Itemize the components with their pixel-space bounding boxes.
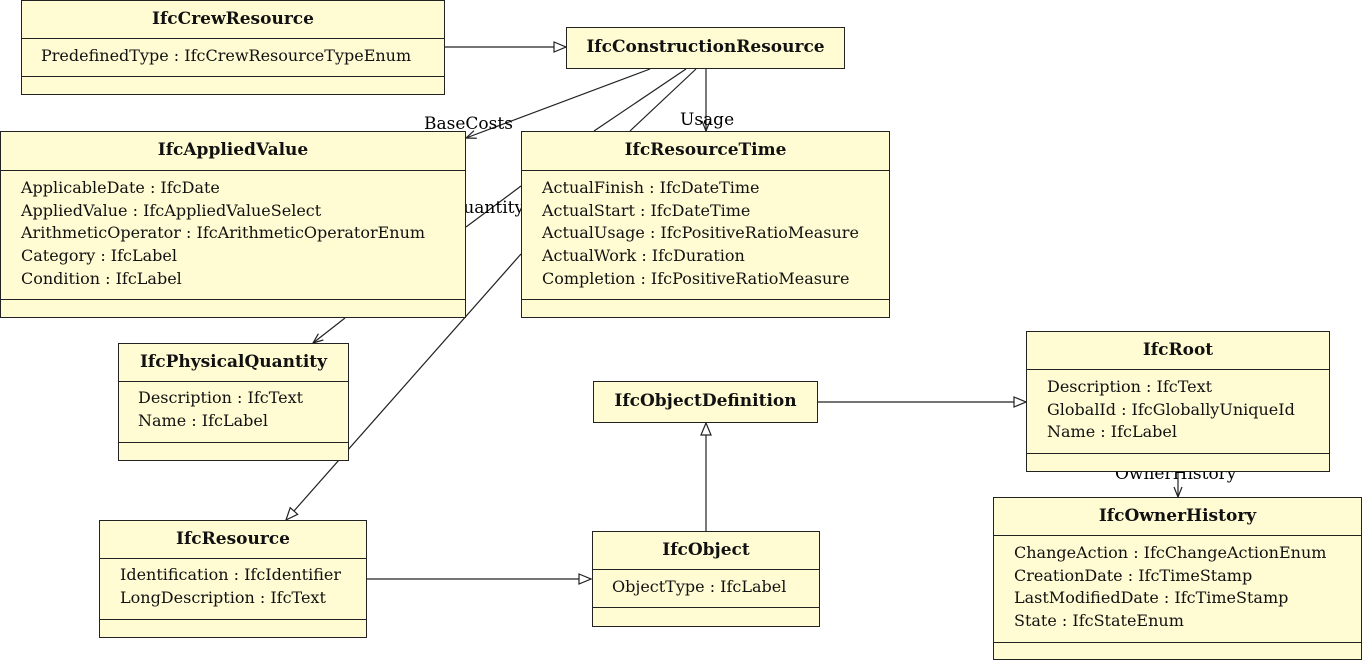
class-ifcappliedvalue: IfcAppliedValue ApplicableDate : IfcDate… <box>0 131 466 318</box>
class-attributes: ApplicableDate : IfcDate AppliedValue : … <box>1 171 465 300</box>
attribute: AppliedValue : IfcAppliedValueSelect <box>21 200 322 220</box>
class-title: IfcObject <box>593 532 819 570</box>
construction-line-a <box>593 68 687 132</box>
class-attributes: ActualFinish : IfcDateTime ActualStart :… <box>522 171 889 300</box>
attribute: ActualUsage : IfcPositiveRatioMeasure <box>542 223 859 243</box>
class-ifcobjectdefinition: IfcObjectDefinition <box>593 381 818 423</box>
attribute: ApplicableDate : IfcDate <box>21 178 220 197</box>
class-attributes: PredefinedType : IfcCrewResourceTypeEnum <box>22 39 444 77</box>
class-ifcobject: IfcObject ObjectType : IfcLabel <box>592 531 820 627</box>
class-attributes: ChangeAction : IfcChangeActionEnum Creat… <box>994 536 1361 643</box>
attribute: Name : IfcLabel <box>138 410 268 430</box>
applied-to-physical <box>313 317 346 343</box>
attribute: State : IfcStateEnum <box>1014 611 1184 631</box>
attribute: ActualStart : IfcDateTime <box>542 200 751 220</box>
class-title: IfcResourceTime <box>522 132 889 171</box>
attribute: ArithmeticOperator : IfcArithmeticOperat… <box>21 223 426 243</box>
attribute: PredefinedType : IfcCrewResourceTypeEnum <box>41 46 412 65</box>
attribute: Name : IfcLabel <box>1047 422 1177 442</box>
class-ifcconstructionresource: IfcConstructionResource <box>566 27 845 69</box>
attribute: LongDescription : IfcText <box>120 587 326 607</box>
attribute: Identification : IfcIdentifier <box>120 565 341 584</box>
class-attributes: Identification : IfcIdentifier LongDescr… <box>100 559 366 620</box>
attribute: ActualWork : IfcDuration <box>542 246 745 266</box>
class-title: IfcConstructionResource <box>586 37 825 57</box>
class-title: IfcPhysicalQuantity <box>119 344 348 382</box>
class-title: IfcResource <box>100 521 366 559</box>
attribute: Description : IfcText <box>1047 377 1213 396</box>
class-title: IfcRoot <box>1027 332 1329 370</box>
attribute: CreationDate : IfcTimeStamp <box>1014 565 1253 585</box>
attribute: GlobalId : IfcGloballyUniqueId <box>1047 399 1295 419</box>
class-ifccrewresource: IfcCrewResource PredefinedType : IfcCrew… <box>21 0 445 95</box>
class-title: IfcObjectDefinition <box>614 391 797 411</box>
attribute: LastModifiedDate : IfcTimeStamp <box>1014 588 1289 608</box>
attribute: Condition : IfcLabel <box>21 268 182 288</box>
attribute: Category : IfcLabel <box>21 246 177 266</box>
attribute: ActualFinish : IfcDateTime <box>542 178 760 197</box>
class-ifcroot: IfcRoot Description : IfcText GlobalId :… <box>1026 331 1330 472</box>
association-basequantity <box>465 185 522 228</box>
class-title: IfcOwnerHistory <box>994 498 1361 536</box>
basecosts-label: BaseCosts <box>424 114 513 134</box>
generalization-construction-to-resource <box>286 253 522 520</box>
class-attributes: Description : IfcText Name : IfcLabel <box>119 382 348 443</box>
construction-line-b <box>629 68 697 132</box>
usage-label: Usage <box>680 110 734 130</box>
attribute: Completion : IfcPositiveRatioMeasure <box>542 268 850 288</box>
attribute: ObjectType : IfcLabel <box>612 577 787 596</box>
class-attributes: ObjectType : IfcLabel <box>593 570 819 608</box>
class-ifcresource: IfcResource Identification : IfcIdentifi… <box>99 520 367 638</box>
class-title: IfcCrewResource <box>22 1 444 39</box>
attribute: ChangeAction : IfcChangeActionEnum <box>1014 543 1327 562</box>
association-basecosts <box>466 68 651 138</box>
class-ifcphysicalquantity: IfcPhysicalQuantity Description : IfcTex… <box>118 343 349 461</box>
class-title: IfcAppliedValue <box>1 132 465 171</box>
class-ifcresourcetime: IfcResourceTime ActualFinish : IfcDateTi… <box>521 131 890 318</box>
class-attributes: Description : IfcText GlobalId : IfcGlob… <box>1027 370 1329 454</box>
attribute: Description : IfcText <box>138 388 304 407</box>
class-ifcownerhistory: IfcOwnerHistory ChangeAction : IfcChange… <box>993 497 1362 660</box>
